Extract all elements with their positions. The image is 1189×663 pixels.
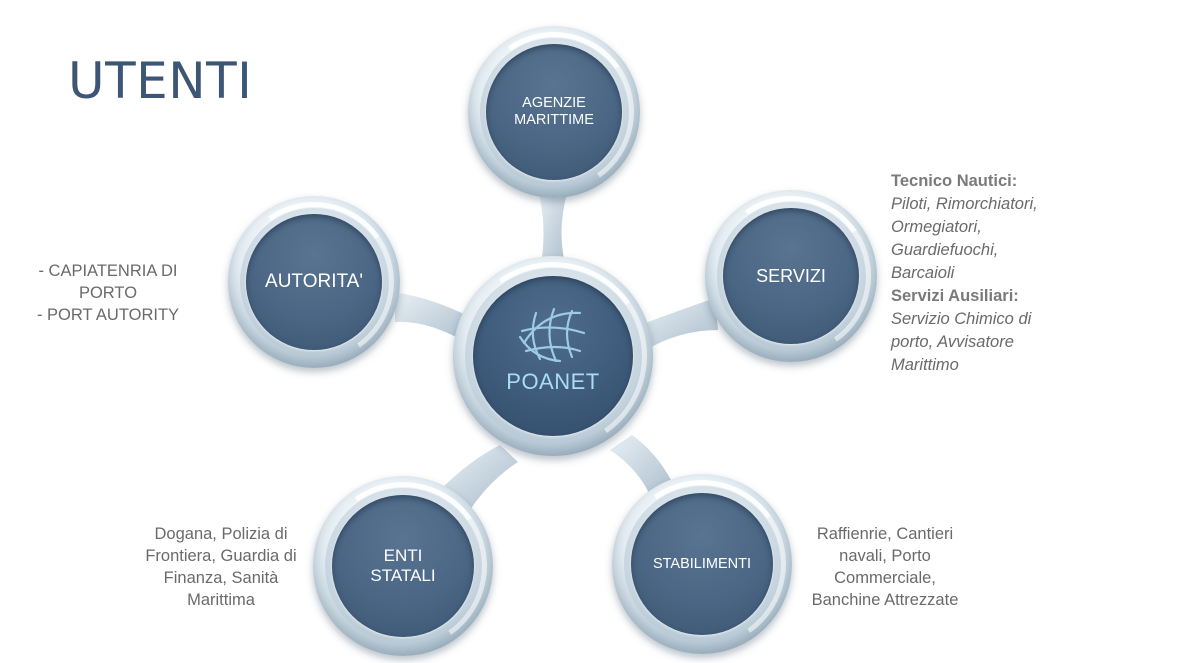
stabilimenti-core: STABILIMENTI: [631, 493, 773, 635]
hub-core: POANET: [473, 276, 633, 436]
hub-label: POANET: [506, 369, 600, 394]
note-servizi-item: porto, Avvisatore: [891, 333, 1014, 351]
agenzie-label-line2: MARITTIME: [514, 112, 594, 128]
enti-core: ENTI STATALI: [332, 495, 474, 637]
page-title: UTENTI: [68, 52, 253, 110]
note-enti-line: Dogana, Polizia di: [154, 525, 288, 543]
globe-icon: [518, 307, 586, 363]
note-autorita-line: - PORT AUTORITY: [36, 306, 180, 324]
note-stabilimenti-line: Commerciale,: [834, 569, 936, 587]
autorita-label: AUTORITA': [265, 271, 363, 293]
node-autorita[interactable]: AUTORITA': [221, 189, 407, 375]
note-stabilimenti-line: Raffienrie, Cantieri: [816, 525, 954, 543]
servizi-core: SERVIZI: [723, 208, 859, 344]
autorita-core: AUTORITA': [246, 214, 382, 350]
agenzie-label-line1: AGENZIE: [522, 95, 586, 112]
enti-label-line1: ENTI: [383, 546, 423, 566]
stabilimenti-label: STABILIMENTI: [652, 555, 752, 572]
note-servizi-heading: Tecnico Nautici:: [891, 172, 1018, 190]
note-autorita-line: - CAPIATENRIA DI: [38, 262, 178, 280]
note-servizi-item: Guardiefuochi,: [891, 241, 999, 259]
connector-agenzie: [538, 190, 568, 268]
note-servizi-item: Marittimo: [891, 356, 959, 374]
node-poanet-hub[interactable]: POANET: [444, 247, 662, 465]
note-enti: Dogana, Polizia di Frontiera, Guardia di…: [126, 523, 316, 611]
note-stabilimenti-line: Banchine Attrezzate: [811, 591, 959, 609]
note-servizi: Tecnico Nautici: Piloti, Rimorchiatori, …: [891, 170, 1091, 377]
note-servizi-item: Piloti, Rimorchiatori,: [891, 195, 1038, 213]
note-servizi-item: Ormegiatori,: [891, 218, 982, 236]
node-enti-statali[interactable]: ENTI STATALI: [305, 468, 501, 663]
connector-servizi: [640, 298, 718, 350]
note-stabilimenti-line: navali, Porto: [839, 547, 931, 565]
node-stabilimenti[interactable]: STABILIMENTI: [604, 466, 800, 662]
node-agenzie-marittime[interactable]: AGENZIE MARITTIME: [461, 19, 647, 205]
note-stabilimenti: Raffienrie, Cantieri navali, Porto Comme…: [790, 523, 980, 611]
servizi-label: SERVIZI: [756, 265, 826, 286]
note-autorita-line: PORTO: [78, 284, 138, 302]
node-servizi[interactable]: SERVIZI: [698, 183, 884, 369]
note-autorita: - CAPIATENRIA DI PORTO - PORT AUTORITY: [8, 260, 208, 326]
note-enti-line: Marittima: [187, 591, 255, 609]
note-servizi-item: Barcaioli: [891, 264, 955, 282]
note-servizi-heading: Servizi Ausiliari:: [891, 287, 1019, 305]
connector-enti: [440, 445, 518, 510]
note-enti-line: Finanza, Sanità: [163, 569, 279, 587]
enti-label-line2: STATALI: [370, 566, 436, 585]
agenzie-core: AGENZIE MARITTIME: [486, 44, 622, 180]
note-enti-line: Frontiera, Guardia di: [145, 547, 297, 565]
note-servizi-item: Servizio Chimico di: [891, 310, 1032, 328]
